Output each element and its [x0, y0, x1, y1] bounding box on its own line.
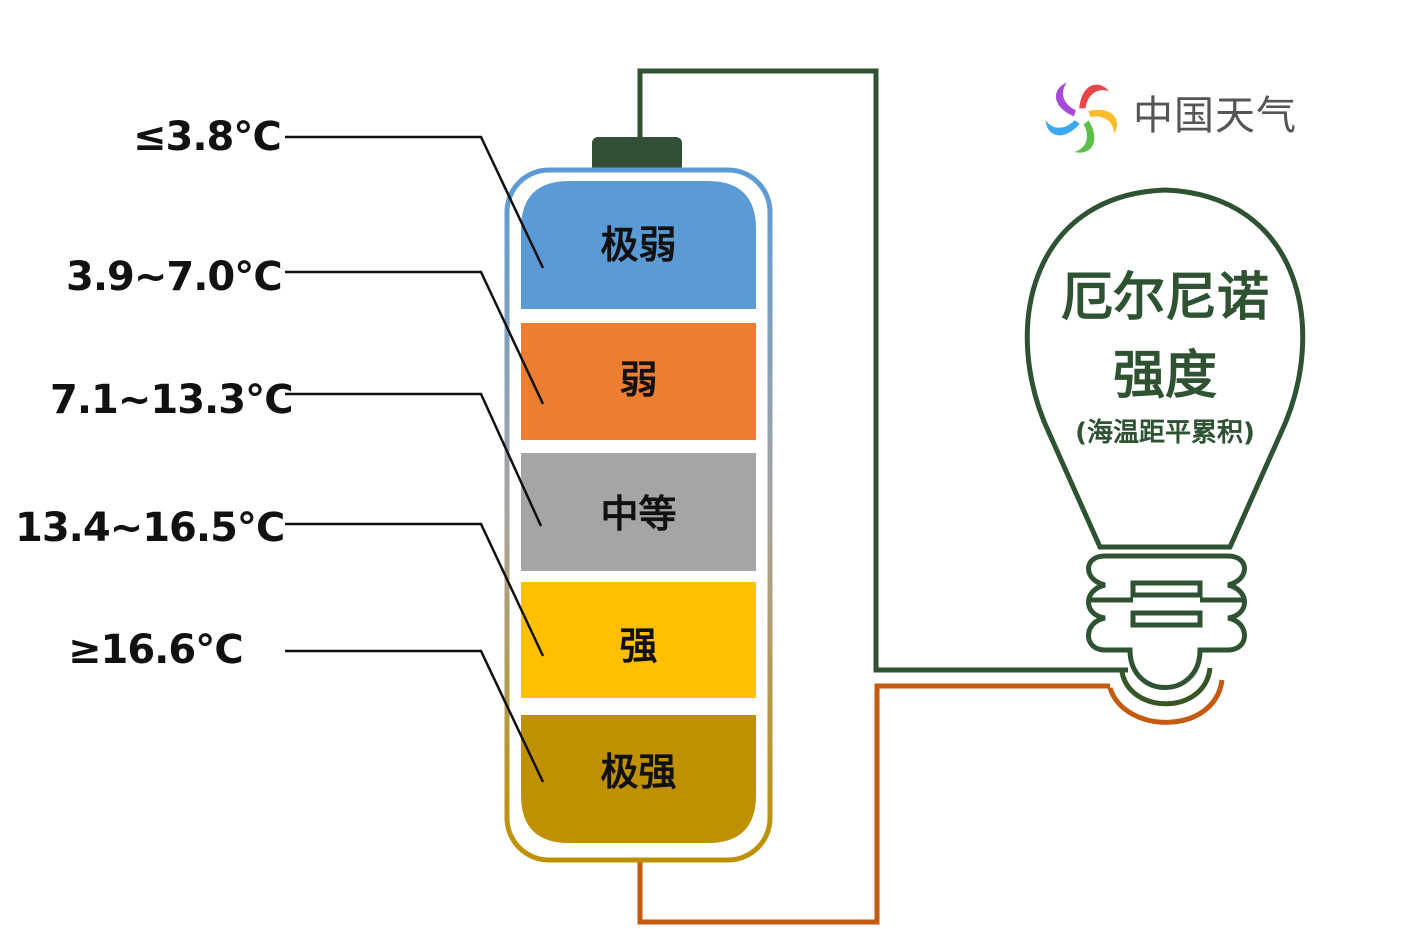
battery-segment	[521, 715, 756, 843]
range-label-weak: 3.9~7.0℃	[66, 254, 283, 300]
bulb-subtitle: (海温距平累积)	[1075, 418, 1255, 448]
bulb-screw-base	[1086, 553, 1247, 690]
range-label-very-weak: ≤3.8℃	[133, 114, 282, 160]
range-label-very-strong: ≥16.6℃	[68, 627, 244, 673]
leader-line	[285, 135, 545, 269]
battery-segment	[521, 323, 756, 440]
leader-line	[285, 649, 545, 783]
bulb-title-line1: 厄尔尼诺	[1060, 268, 1269, 328]
logo-petal	[1056, 82, 1076, 117]
segment-label-weak: 弱	[619, 358, 658, 402]
battery-segment	[521, 181, 756, 309]
bulb-title-line2: 强度	[1112, 346, 1217, 406]
leader-line	[285, 522, 545, 657]
bulb-filament-bottom	[1130, 610, 1203, 628]
battery-segments	[521, 181, 756, 843]
segment-label-very-weak: 极弱	[600, 223, 677, 267]
bulb-contact-outer	[1107, 679, 1225, 725]
battery-terminal	[592, 137, 682, 172]
bulb-filament-top	[1130, 580, 1203, 598]
positive-wire	[637, 68, 1128, 673]
logo-petal	[1079, 84, 1110, 109]
battery-segment	[521, 582, 756, 698]
leader-line	[285, 270, 545, 405]
logo-petal	[1074, 120, 1095, 153]
bulb-contact-inner	[1119, 667, 1213, 707]
logo-petal	[1088, 109, 1118, 135]
bulb-glass	[1024, 187, 1306, 550]
china-weather-logo-icon	[1045, 82, 1118, 153]
leader-line	[285, 392, 543, 527]
logo-petal	[1045, 120, 1080, 136]
battery-segment	[521, 453, 756, 571]
logo-text: 中国天气	[1133, 93, 1297, 139]
segment-label-very-strong: 极强	[600, 750, 677, 794]
negative-wire	[637, 683, 1110, 925]
range-label-moderate: 7.1~13.3℃	[50, 377, 294, 423]
range-label-strong: 13.4~16.5℃	[15, 505, 285, 551]
segment-label-moderate: 中等	[600, 492, 677, 536]
light-bulb	[1024, 187, 1306, 707]
segment-label-strong: 强	[619, 624, 658, 668]
leader-lines	[285, 135, 545, 783]
